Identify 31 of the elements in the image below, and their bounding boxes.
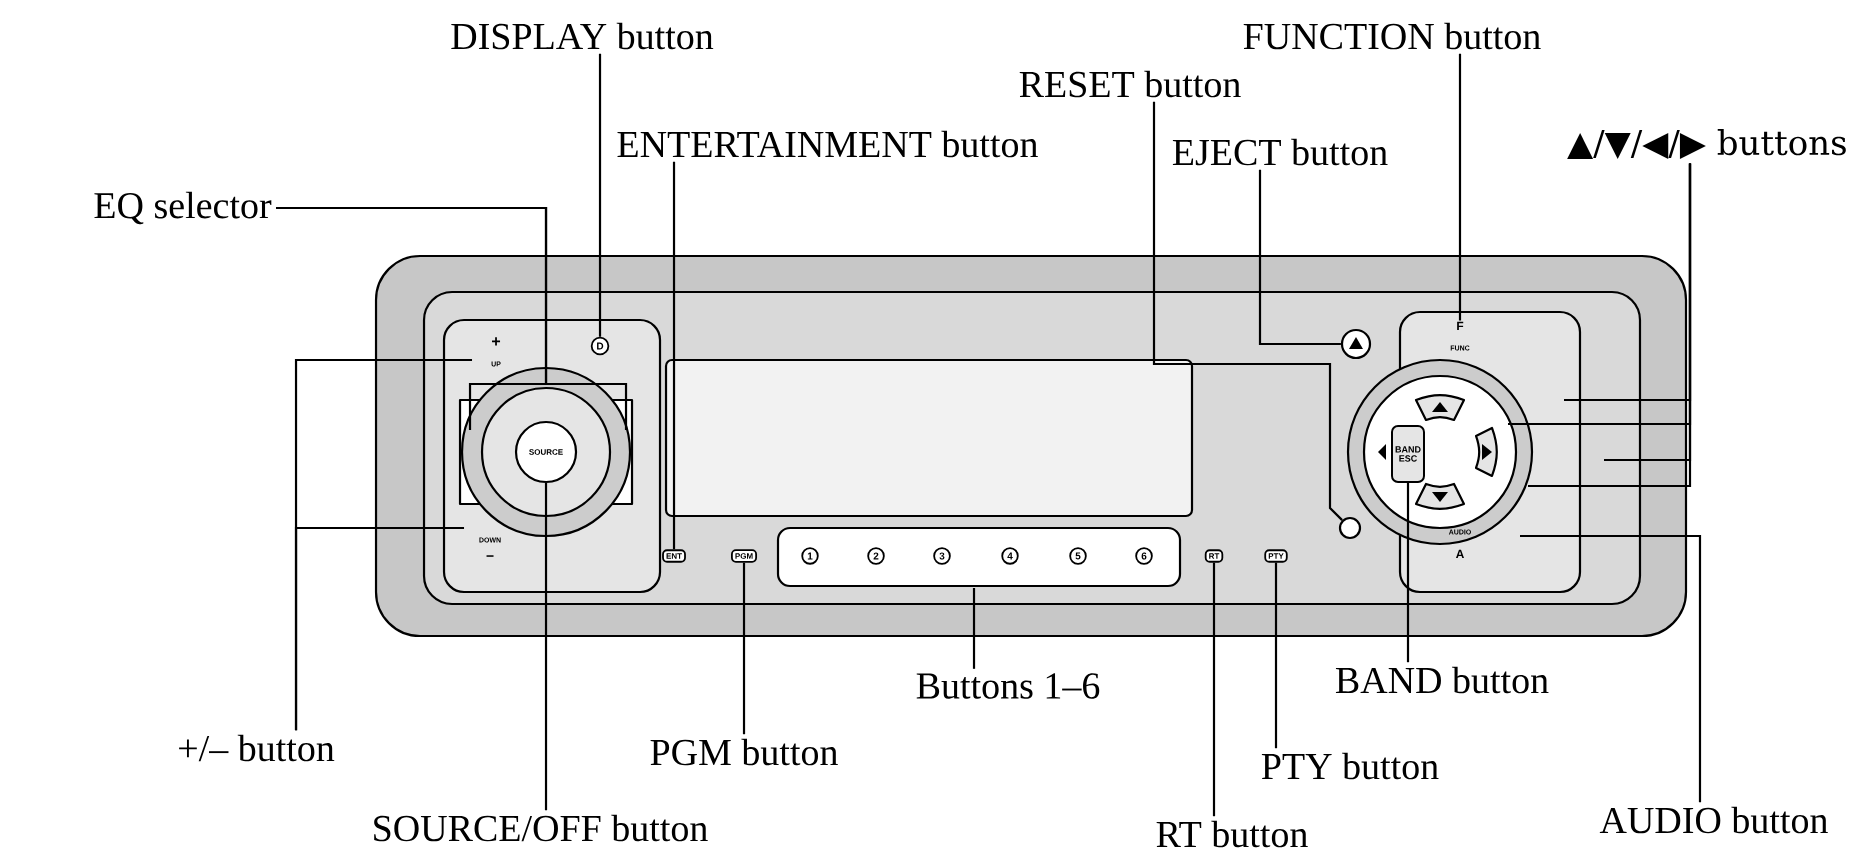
leader-line [1258,169,1341,346]
callout-label: EJECT button [1172,138,1388,166]
callout-label: BAND button [1335,666,1549,694]
leader-line [544,483,548,811]
leader-line [1458,53,1462,321]
callout-label: ▲/▼/◀/▶ buttons [1567,129,1846,159]
callout-label: PGM button [650,738,838,766]
leader-line [742,562,746,735]
callout-label: +/– button [179,734,335,762]
leader-line [1274,562,1278,749]
callout-label: AUDIO button [1599,806,1828,834]
callout-label: SOURCE/OFF button [374,814,708,842]
callout-label: RT button [1156,820,1308,848]
leader-line [972,588,976,669]
leader-line [276,206,628,430]
callout-label: EQ selector [94,191,272,225]
callout-label: Buttons 1–6 [916,673,1100,699]
leader-line [1152,101,1343,521]
callout-label: FUNCTION button [1243,22,1541,50]
callout-label: PTY button [1261,752,1439,780]
leader-line [598,53,602,337]
callout-label: DISPLAY button [451,22,714,50]
leader-line [1520,534,1702,803]
callout-label: RESET button [1019,70,1241,98]
panel-label: + [492,337,501,346]
leader-line [672,161,676,550]
leader-line [294,526,464,731]
leader-line [1528,163,1692,488]
reset-hole [1338,516,1362,540]
leader-line [1212,562,1216,817]
callout-label: ENTERTAINMENT button [617,130,1038,158]
